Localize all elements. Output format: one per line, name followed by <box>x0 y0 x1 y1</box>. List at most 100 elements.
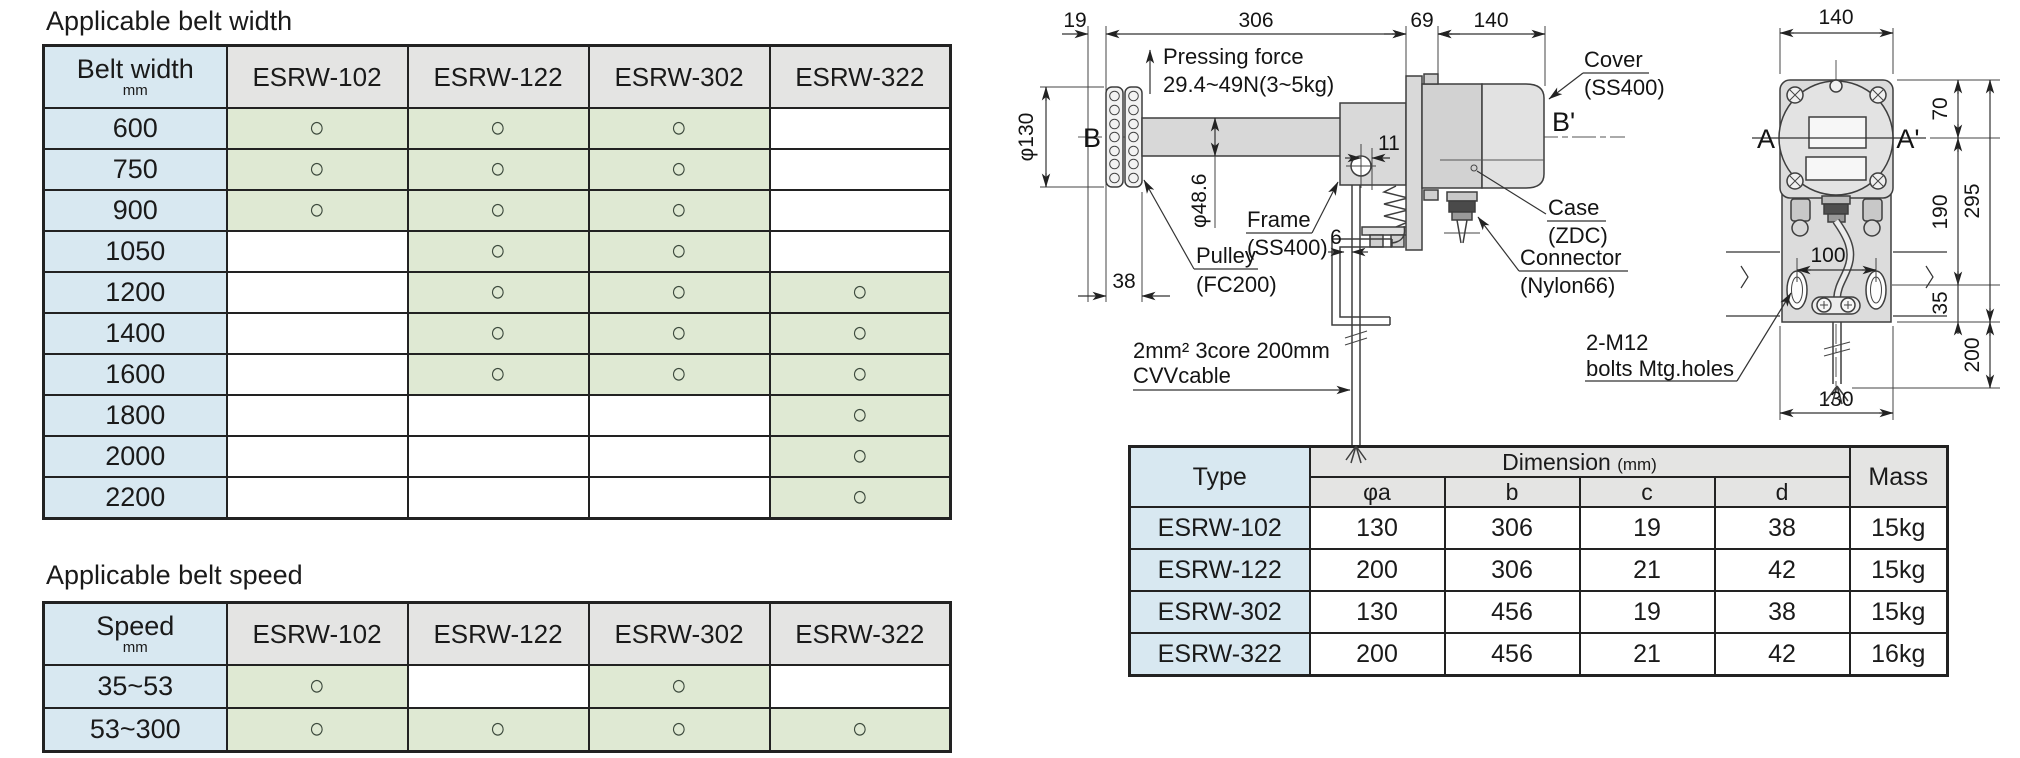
applicable-mark-cell: ○ <box>587 353 771 396</box>
case-leader-dot <box>1470 164 1478 172</box>
row-label: 1800 <box>42 394 228 437</box>
applicable-mark-cell: ○ <box>768 435 952 478</box>
dim-70: 70 <box>1929 97 1952 120</box>
row-label: 2200 <box>42 476 228 520</box>
spring <box>1381 185 1411 228</box>
applicable-mark-cell: ○ <box>768 353 952 396</box>
section-label-b-prime: B' <box>1552 107 1575 137</box>
dimension-value-cell: 130 <box>1308 590 1446 634</box>
dimension-value-cell: 306 <box>1443 506 1581 550</box>
section-label-b: B <box>1083 123 1101 153</box>
corner-label: Belt width <box>76 54 194 85</box>
applicable-mark-cell: ○ <box>587 148 771 191</box>
side-view-dimensions <box>1041 29 1546 301</box>
applicable-mark-cell: ○ <box>587 189 771 232</box>
mass-cell: 16kg <box>1848 632 1949 677</box>
circle-mark: ○ <box>670 112 688 144</box>
applicable-mark-cell: ○ <box>587 312 771 355</box>
hanging-rod-cable <box>1344 185 1368 464</box>
empty-cell <box>406 664 590 709</box>
applicable-mark-cell: ○ <box>768 271 952 314</box>
empty-cell <box>225 476 409 520</box>
pressing-force-line1: Pressing force <box>1163 44 1304 69</box>
dim-38: 38 <box>1112 270 1135 293</box>
applicable-mark-cell: ○ <box>225 148 409 191</box>
dim-19: 19 <box>1063 9 1086 32</box>
corner-label: Speed <box>96 611 175 642</box>
mass-cell: 15kg <box>1848 506 1949 550</box>
front-view-dimensions <box>1585 28 1995 418</box>
type-header: Type <box>1128 445 1311 508</box>
applicable-mark-cell: ○ <box>225 664 409 709</box>
dimension-value-cell: 456 <box>1443 590 1581 634</box>
bolts-label-line1: 2-M12 <box>1586 330 1648 355</box>
row-label: 35~53 <box>42 664 228 709</box>
dim-sub-header: d <box>1713 476 1851 508</box>
dimension-value-cell: 21 <box>1578 632 1716 677</box>
cable-label-line2: CVVcable <box>1133 363 1231 388</box>
circle-mark: ○ <box>489 153 507 185</box>
screw-oval-plate <box>1811 296 1861 315</box>
table-row: 2000○ <box>42 435 952 478</box>
dim-190: 190 <box>1929 194 1952 229</box>
row-label: 600 <box>42 107 228 150</box>
table-row: 1400○○○ <box>42 312 952 355</box>
dimension-value-cell: 21 <box>1578 548 1716 592</box>
circle-mark: ○ <box>670 670 688 702</box>
bolts-label-line2: bolts Mtg.holes <box>1586 356 1734 381</box>
connector-label: Connector <box>1520 245 1622 270</box>
circle-mark: ○ <box>851 481 868 513</box>
empty-cell <box>225 271 409 314</box>
applicable-mark-cell: ○ <box>406 230 590 273</box>
circle-mark: ○ <box>670 153 688 185</box>
applicable-mark-cell: ○ <box>587 707 771 753</box>
circle-mark: ○ <box>670 194 688 226</box>
empty-cell <box>587 394 771 437</box>
model-header: ESRW-122 <box>406 601 590 666</box>
belt-speed-title: Applicable belt speed <box>46 560 303 590</box>
cover-label: Cover <box>1584 47 1643 72</box>
circle-mark: ○ <box>670 235 688 267</box>
model-header: ESRW-122 <box>406 44 590 109</box>
applicable-mark-cell: ○ <box>225 707 409 753</box>
type-cell: ESRW-102 <box>1128 506 1311 550</box>
model-header: ESRW-302 <box>587 44 771 109</box>
dim-35: 35 <box>1929 291 1952 314</box>
section-label-a-prime: A' <box>1896 124 1919 154</box>
dimension-value-cell: 130 <box>1308 506 1446 550</box>
table-row: 1800 ○ <box>42 394 952 437</box>
circle-mark: ○ <box>670 317 688 349</box>
circle-mark: ○ <box>308 112 326 144</box>
applicable-mark-cell: ○ <box>225 107 409 150</box>
front-view: 140 130 70 190 35 295 200 100 A A' 2-M12… <box>1585 6 2000 420</box>
flange-bolt-bottom <box>1423 189 1439 201</box>
applicable-mark-cell: ○ <box>406 189 590 232</box>
circle-mark: ○ <box>308 713 326 745</box>
header-row: Type Dimension (mm) Mass <box>1128 445 1949 508</box>
circle-mark: ○ <box>489 112 507 144</box>
dim-sub-header: φa <box>1308 476 1446 508</box>
dim-sub-header: c <box>1578 476 1716 508</box>
belt-channel-bracket <box>1331 225 1406 326</box>
speed-corner-header: Speed mm <box>42 601 228 666</box>
empty-cell <box>768 230 952 273</box>
mount-reference-lines <box>1726 251 1947 317</box>
model-header: ESRW-322 <box>768 44 952 109</box>
dimension-header: Dimension (mm) <box>1308 445 1851 478</box>
top-screw <box>1829 79 1843 93</box>
technical-drawing: 19 306 69 140 φ130 38 φ48.6 11 6 B B' Pr… <box>1015 6 2000 464</box>
mass-cell: 15kg <box>1848 548 1949 592</box>
display-window-lower <box>1805 156 1867 181</box>
row-label: 1050 <box>42 230 228 273</box>
mount-plate <box>1405 75 1423 251</box>
circle-mark: ○ <box>851 440 868 472</box>
row-label: 750 <box>42 148 228 191</box>
circle-mark: ○ <box>851 399 868 431</box>
dim-140: 140 <box>1473 9 1508 32</box>
frame-block <box>1339 102 1407 186</box>
side-view: 19 306 69 140 φ130 38 φ48.6 11 6 B B' Pr… <box>1015 9 1665 464</box>
